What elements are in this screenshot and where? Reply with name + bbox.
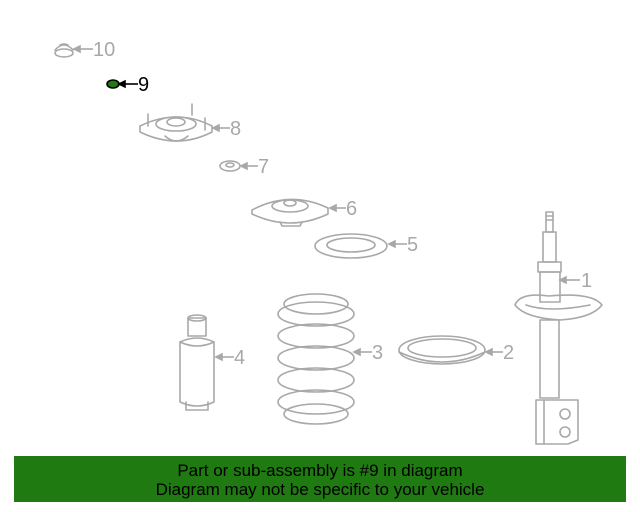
part-9-nut[interactable] [106,79,120,89]
part-1-strut[interactable] [514,211,603,445]
callout-9[interactable]: 9 [117,74,149,96]
callout-10[interactable]: 10 [72,39,115,61]
part-6-spring-seat[interactable] [251,198,329,227]
svg-text:2: 2 [503,342,514,364]
info-banner: Part or sub-assembly is #9 in diagram Di… [14,456,626,502]
callout-8[interactable]: 8 [211,118,241,140]
callout-1[interactable]: 1 [558,270,592,292]
part-10-cap[interactable] [54,43,74,58]
svg-text:6: 6 [346,198,357,220]
svg-text:1: 1 [581,270,592,292]
callout-2[interactable]: 2 [484,342,514,364]
part-3-coil-spring[interactable] [277,293,355,425]
part-7-washer[interactable] [219,160,241,172]
svg-text:3: 3 [372,342,383,364]
svg-text:5: 5 [407,234,418,256]
svg-text:10: 10 [93,39,115,61]
part-2-lower-insulator[interactable] [398,335,486,365]
banner-line-1: Part or sub-assembly is #9 in diagram [177,461,463,480]
callout-6[interactable]: 6 [328,198,357,220]
callout-5[interactable]: 5 [387,234,418,256]
banner-line-2: Diagram may not be specific to your vehi… [155,480,485,499]
part-5-insulator[interactable] [314,233,388,259]
svg-text:4: 4 [234,347,245,369]
part-4-bump-stop[interactable] [179,314,215,411]
svg-text:8: 8 [230,118,241,140]
parts-diagram: 10 9 8 7 6 [54,39,603,445]
callout-7[interactable]: 7 [239,156,269,178]
svg-text:9: 9 [138,74,149,96]
callout-3[interactable]: 3 [352,342,383,364]
svg-text:7: 7 [258,156,269,178]
callout-4[interactable]: 4 [214,347,245,369]
part-8-strut-mount[interactable] [139,103,213,142]
